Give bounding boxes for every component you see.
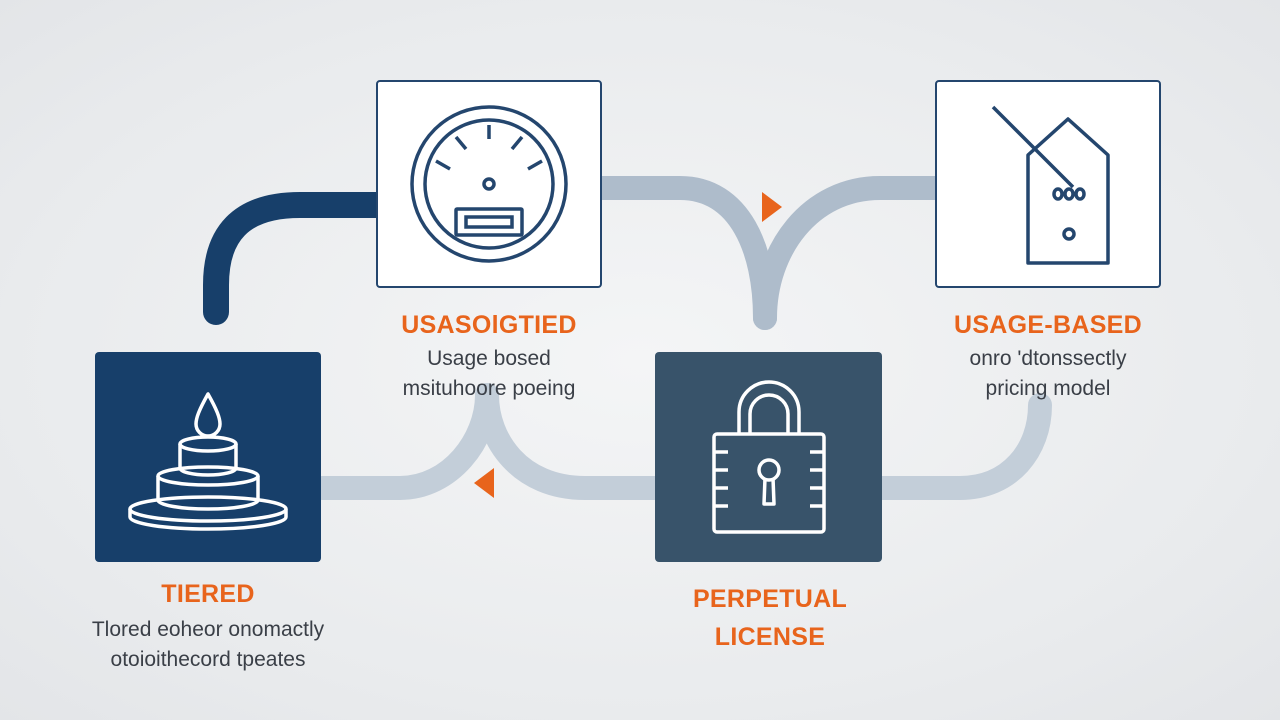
usage-based-desc-line-1: onro 'dtonssectly — [969, 347, 1127, 370]
perpetual-title-line-2: LICENSE — [714, 623, 826, 651]
gauge-icon — [410, 105, 568, 263]
perpetual-title-line-1: PERPETUAL — [692, 585, 848, 613]
usage-gauge-title: USASOlGTIED — [401, 311, 577, 339]
cake-icon — [128, 392, 288, 531]
perpetual-card[interactable] — [655, 352, 882, 562]
usage-gauge-description: Usage bosed msituhoore poeing — [340, 344, 638, 404]
tiered-desc-line-1: Tlored eoheor onomactly — [91, 618, 325, 641]
perpetual-title: PERPETUAL LICENSE — [620, 580, 920, 656]
tiered-title: TIERED — [161, 580, 255, 608]
connector-center-bottom — [475, 383, 667, 500]
usage-based-card[interactable] — [935, 80, 1161, 288]
connector-tiered-top — [203, 192, 391, 325]
tiered-description: Tlored eoheor onomactly otoioithecord tp… — [40, 615, 376, 675]
connector-left-bottom — [310, 383, 499, 500]
arrow-left — [474, 468, 494, 498]
connector-top-right — [588, 176, 777, 330]
usage-gauge-desc-line-2: msituhoore poeing — [402, 377, 576, 400]
connector-perpetual-right — [870, 393, 1052, 500]
arrow-right — [762, 192, 782, 222]
usage-based-desc-line-2: pricing model — [985, 377, 1111, 400]
connector-right-top — [753, 176, 950, 330]
usage-based-description: onro 'dtonssectly pricing model — [900, 344, 1196, 404]
usage-gauge-card[interactable] — [376, 80, 602, 288]
usage-gauge-desc-line-1: Usage bosed — [427, 347, 551, 370]
price-tag-icon — [991, 105, 1110, 265]
padlock-icon — [711, 380, 826, 534]
usage-based-title: USAGE-BASED — [953, 311, 1143, 339]
tiered-desc-line-2: otoioithecord tpeates — [110, 648, 306, 671]
tiered-card[interactable] — [95, 352, 321, 562]
